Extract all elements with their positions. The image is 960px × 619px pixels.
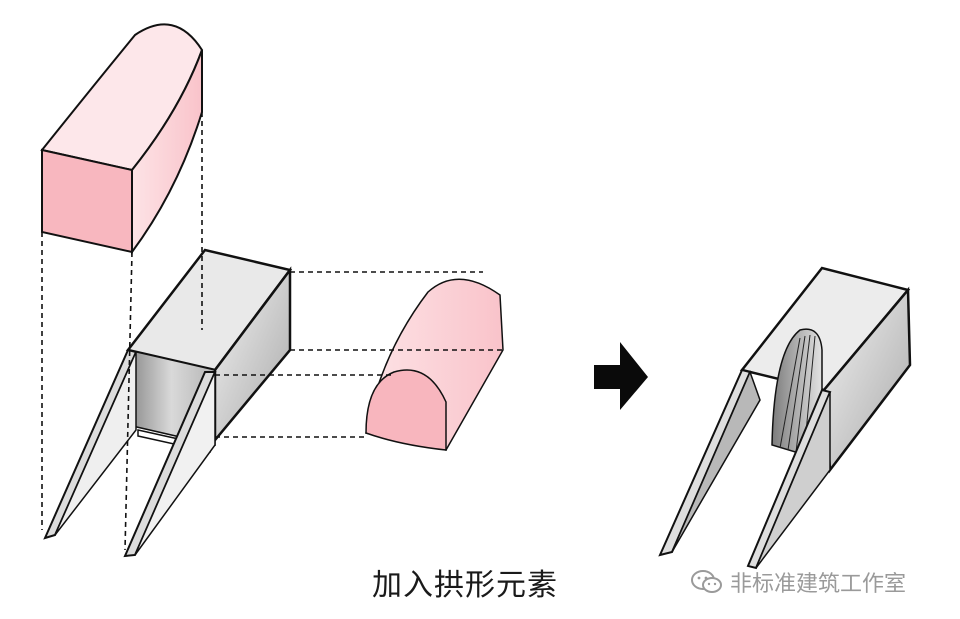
arrow-right-icon — [594, 342, 648, 410]
result-right-wall-inner — [755, 391, 831, 569]
projection-lines — [41, 112, 503, 551]
arch-front-face — [365, 369, 447, 451]
dash-line — [124, 251, 133, 551]
watermark: 非标准建筑工作室 — [690, 566, 906, 598]
diagram-caption: 加入拱形元素 — [372, 568, 558, 603]
watermark-text: 非标准建筑工作室 — [730, 572, 907, 597]
result-left-wall — [658, 368, 752, 557]
wechat-icon — [691, 570, 722, 593]
grey-box-model — [43, 248, 293, 558]
left-wall-leg-inner — [54, 351, 137, 536]
pink-roof-block — [40, 23, 204, 256]
right-wall-leg-inner — [134, 371, 216, 556]
result-model — [658, 266, 912, 570]
result-left-wall-inner — [671, 369, 761, 553]
pink-arch-element — [365, 278, 504, 451]
